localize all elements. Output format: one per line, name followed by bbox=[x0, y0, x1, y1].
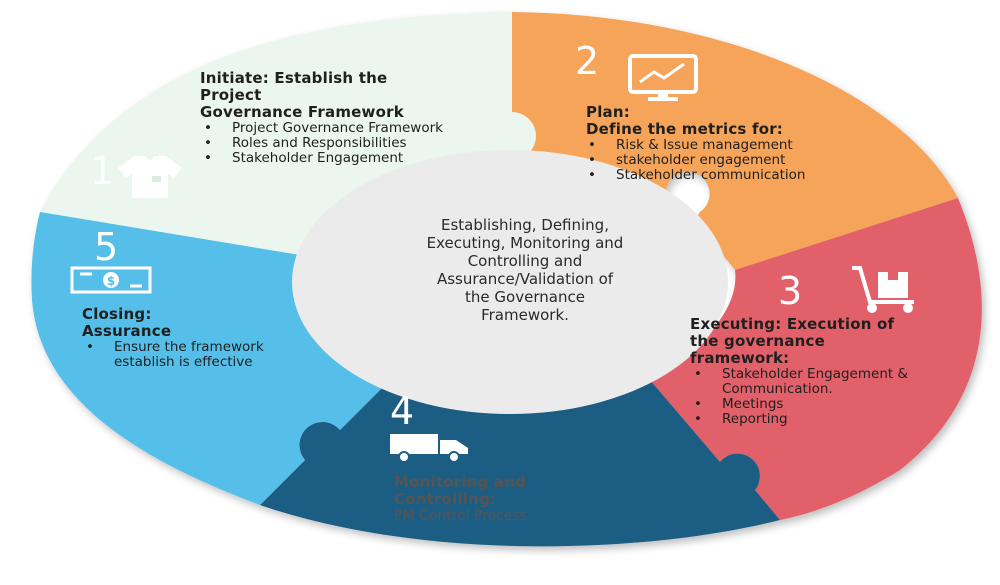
plan-item: Risk & Issue management bbox=[584, 138, 886, 154]
center-line: Assurance/Validation of bbox=[436, 270, 614, 288]
initiate-item: Roles and Responsibilities bbox=[200, 136, 450, 152]
center-line: Framework. bbox=[481, 306, 569, 324]
knob-closing bbox=[244, 402, 300, 458]
closing-content: Closing: Assurance Ensure the framework … bbox=[82, 306, 322, 370]
center-line: Establishing, Defining, bbox=[441, 216, 609, 234]
execute-content: Executing: Execution of the governance f… bbox=[690, 315, 990, 428]
segment-execute-number: 3 bbox=[778, 269, 803, 313]
initiate-heading-line-3: Governance Framework bbox=[200, 103, 404, 121]
plan-item: Stakeholder communication bbox=[584, 168, 886, 184]
closing-heading-line-1: Closing: bbox=[82, 305, 152, 323]
initiate-content: Initiate: Establish the Project Governan… bbox=[200, 69, 490, 167]
plan-heading-line-2: Define the metrics for: bbox=[586, 120, 783, 138]
segment-plan-number: 2 bbox=[575, 39, 600, 83]
center-line: the Governance bbox=[465, 288, 585, 306]
monitor-heading-line-1: Monitoring and bbox=[394, 473, 527, 491]
plan-content: Plan: Define the metrics for: Risk & Iss… bbox=[584, 103, 886, 184]
execute-item: Reporting bbox=[690, 412, 980, 428]
segment-monitor-number: 4 bbox=[390, 389, 415, 433]
knob-plan bbox=[734, 206, 786, 258]
monitor-heading-line-2: Controlling: bbox=[394, 490, 497, 508]
segment-initiate-number: 1 bbox=[90, 149, 115, 193]
plan-heading-line-1: Plan: bbox=[586, 103, 630, 121]
execute-heading-line-2: the governance bbox=[690, 332, 825, 350]
shirt-icon bbox=[118, 156, 182, 198]
initiate-heading-line-2: Project bbox=[200, 86, 262, 104]
central-hub-disc bbox=[292, 150, 728, 414]
monitor-chart-icon bbox=[628, 54, 698, 101]
center-line: Controlling and bbox=[467, 252, 583, 270]
center-text: Establishing, Defining, Executing, Monit… bbox=[360, 216, 690, 324]
hand-truck-icon bbox=[852, 266, 914, 313]
execute-item: Stakeholder Engagement & Communication. bbox=[690, 367, 980, 397]
center-line: Executing, Monitoring and bbox=[426, 234, 624, 252]
plan-item: stakeholder engagement bbox=[584, 153, 886, 169]
execute-item: Meetings bbox=[690, 397, 980, 413]
monitor-subtext: PM Control Process bbox=[394, 508, 528, 524]
closing-item: Ensure the framework establish is effect… bbox=[82, 340, 302, 370]
initiate-item: Project Governance Framework bbox=[200, 121, 450, 137]
initiate-heading-line-1: Initiate: Establish the bbox=[200, 69, 388, 87]
closing-heading-line-2: Assurance bbox=[82, 322, 172, 340]
monitor-content: Monitoring and Controlling: PM Control P… bbox=[394, 473, 654, 525]
initiate-item: Stakeholder Engagement bbox=[200, 151, 450, 167]
execute-heading-line-1: Executing: Execution of bbox=[690, 315, 895, 333]
money-icon: $ bbox=[70, 266, 152, 294]
execute-heading-line-3: framework: bbox=[690, 349, 790, 367]
segment-monitor bbox=[260, 380, 780, 547]
segment-closing-number: 5 bbox=[94, 225, 119, 269]
svg-text:$: $ bbox=[107, 274, 115, 288]
truck-icon bbox=[390, 434, 468, 462]
